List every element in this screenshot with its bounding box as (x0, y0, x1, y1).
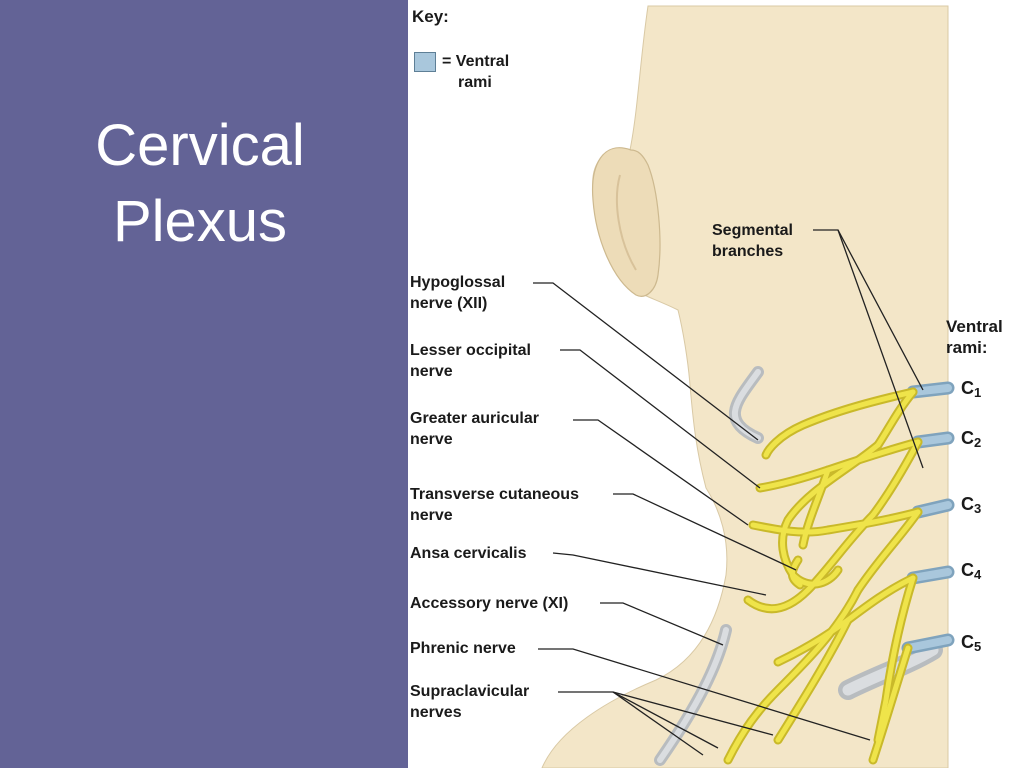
leader-phrenic (538, 648, 871, 741)
label-ventral-rami-line1: Ventral (946, 317, 1003, 336)
label-c5: C5 (961, 632, 982, 654)
key-label-line1: = Ventral (442, 53, 510, 70)
label-segmental-branches: Segmental branches (712, 220, 793, 262)
label-c1: C1 (961, 378, 982, 400)
leader-lines (533, 229, 924, 756)
anatomy-illustration (533, 5, 955, 768)
label-hypoglossal-line2: nerve (XII) (410, 295, 488, 312)
label-segmental-line1: Segmental (712, 222, 793, 239)
label-transverse-cutaneous-nerve: Transverse cutaneous nerve (410, 484, 579, 526)
label-ansa-cervicalis: Ansa cervicalis (410, 545, 527, 562)
slide-title: Cervical Plexus (0, 108, 400, 260)
slide-title-line2: Plexus (112, 189, 288, 254)
label-transverse-cutaneous-line1: Transverse cutaneous (410, 486, 579, 503)
ventral-rami-shapes (901, 381, 955, 655)
ear-shape (591, 147, 661, 297)
label-supraclavicular-line1: Supraclavicular (410, 683, 530, 700)
label-accessory-nerve: Accessory nerve (XI) (410, 595, 569, 612)
label-lesser-occipital-line2: nerve (410, 363, 453, 380)
label-c3: C3 (961, 494, 982, 516)
leader-greater-auricular (573, 419, 749, 526)
leader-ansa (552, 552, 767, 596)
label-greater-auricular-line1: Greater auricular (410, 410, 539, 427)
label-c2: C2 (961, 428, 982, 450)
label-transverse-cutaneous-line2: nerve (410, 507, 453, 524)
leader-accessory (600, 602, 724, 646)
label-hypoglossal-line1: Hypoglossal (410, 274, 506, 291)
label-ventral-rami-line2: rami: (946, 338, 988, 357)
label-lesser-occipital-line1: Lesser occipital (410, 342, 531, 359)
label-lesser-occipital-nerve: Lesser occipital nerve (410, 340, 531, 382)
leader-lesser-occipital (560, 349, 761, 489)
nerve-network (723, 387, 923, 765)
label-phrenic-nerve: Phrenic nerve (410, 640, 516, 657)
label-supraclavicular-nerves: Supraclavicular nerves (410, 681, 529, 723)
label-greater-auricular-line2: nerve (410, 431, 453, 448)
label-hypoglossal-nerve: Hypoglossal nerve (XII) (410, 272, 505, 314)
key-swatch (414, 52, 436, 72)
label-ventral-rami: Ventral rami: (946, 316, 1003, 358)
slide-title-line1: Cervical (95, 113, 305, 178)
key-title: Key: (412, 7, 449, 26)
cervical-plexus-diagram: Key: = Ventral rami Segmental branches V… (408, 0, 1024, 768)
key-label: = Ventral rami (442, 51, 509, 93)
label-greater-auricular-nerve: Greater auricular nerve (410, 408, 539, 450)
leader-transverse-cutaneous (613, 493, 797, 571)
label-segmental-line2: branches (712, 243, 784, 260)
key-label-line2: rami (458, 74, 492, 91)
leader-hypoglossal (533, 282, 759, 441)
title-panel: Cervical Plexus (0, 0, 408, 768)
label-c4: C4 (961, 560, 982, 582)
label-supraclavicular-line2: nerves (410, 704, 462, 721)
